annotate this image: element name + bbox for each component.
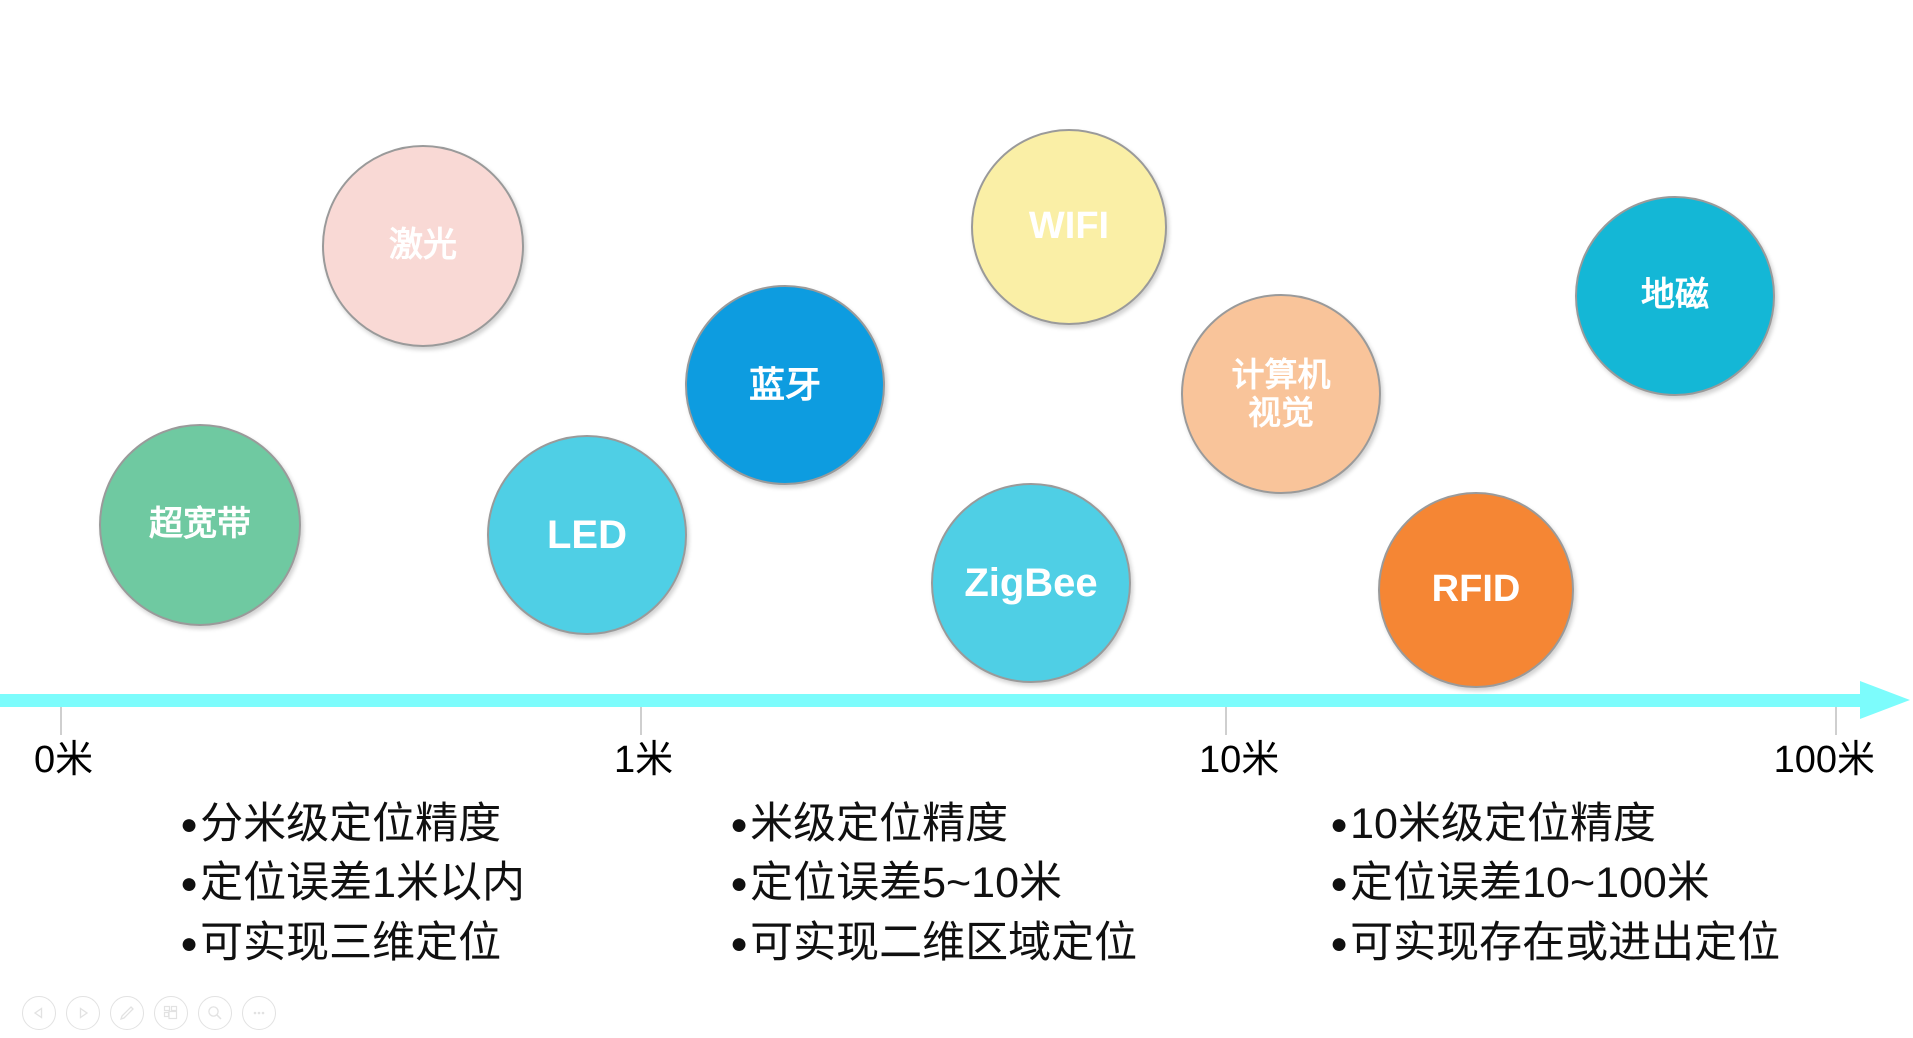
bullet-text: 定位误差1米以内 <box>200 859 526 908</box>
bullet-item: ●10米级定位精度 <box>1330 795 1780 854</box>
bubble-2: 激光 <box>322 145 524 347</box>
bubble-6: WIFI <box>971 129 1167 325</box>
bubble-label: 计算机 视觉 <box>1231 356 1331 431</box>
bubble-label: 超宽带 <box>149 505 251 544</box>
pen-button[interactable] <box>110 996 144 1030</box>
bubble-label: 地磁 <box>1641 276 1709 315</box>
bubble-1: 超宽带 <box>99 424 301 626</box>
bullet-item: ●分米级定位精度 <box>180 795 525 854</box>
bullet-dot-icon: ● <box>180 926 199 960</box>
bullet-text: 10米级定位精度 <box>1350 800 1656 848</box>
bullet-item: ●可实现二维区域定位 <box>730 914 1137 973</box>
bullet-text: 米级定位精度 <box>750 800 1009 848</box>
triangle-left-icon <box>33 1007 43 1019</box>
ellipsis-icon <box>253 1011 265 1015</box>
presentation-toolbar <box>22 996 276 1030</box>
bubble-5: ZigBee <box>931 483 1131 683</box>
bubble-label: ZigBee <box>964 561 1098 605</box>
zoom-button[interactable] <box>198 996 232 1030</box>
pen-icon <box>119 1006 134 1021</box>
magnifier-icon <box>208 1006 222 1020</box>
bubble-label: RFID <box>1431 568 1521 611</box>
bullet-text: 可实现三维定位 <box>200 918 502 967</box>
bubble-4: 蓝牙 <box>685 285 885 485</box>
bullet-item: ●定位误差1米以内 <box>180 854 525 913</box>
bubble-label: WIFI <box>1028 205 1110 248</box>
bubble-label: 激光 <box>389 226 457 265</box>
bubble-label: 蓝牙 <box>748 364 821 406</box>
bullet-dot-icon: ● <box>180 808 199 841</box>
bullet-text: 定位误差10~100米 <box>1350 859 1710 908</box>
bullet-text: 可实现存在或进出定位 <box>1350 918 1781 967</box>
previous-slide-button[interactable] <box>22 996 56 1030</box>
bullet-text: 定位误差5~10米 <box>750 859 1062 908</box>
bullet-dot-icon: ● <box>1330 808 1349 841</box>
annotation-columns: ●分米级定位精度●定位误差1米以内●可实现三维定位●米级定位精度●定位误差5~1… <box>0 795 1913 995</box>
bullet-item: ●定位误差10~100米 <box>1330 854 1780 913</box>
bullet-item: ●可实现三维定位 <box>180 914 525 973</box>
bullet-dot-icon: ● <box>730 926 749 960</box>
bubble-label: LED <box>547 513 627 557</box>
bubble-8: RFID <box>1378 492 1574 688</box>
bullet-text: 分米级定位精度 <box>200 800 502 848</box>
bubble-7: 计算机 视觉 <box>1181 294 1381 494</box>
bullet-dot-icon: ● <box>1330 867 1349 901</box>
annotation-column-2: ●米级定位精度●定位误差5~10米●可实现二维区域定位 <box>730 795 1137 973</box>
grid-icon <box>163 1005 178 1020</box>
more-options-button[interactable] <box>242 996 276 1030</box>
bullet-dot-icon: ● <box>730 867 749 901</box>
annotation-column-3: ●10米级定位精度●定位误差10~100米●可实现存在或进出定位 <box>1330 795 1780 973</box>
annotation-column-1: ●分米级定位精度●定位误差1米以内●可实现三维定位 <box>180 795 525 973</box>
bubble-9: 地磁 <box>1575 196 1775 396</box>
bullet-text: 可实现二维区域定位 <box>750 918 1138 967</box>
bubble-3: LED <box>487 435 687 635</box>
bullet-dot-icon: ● <box>1330 926 1349 960</box>
triangle-right-icon <box>79 1007 89 1019</box>
bullet-dot-icon: ● <box>730 808 749 841</box>
next-slide-button[interactable] <box>66 996 100 1030</box>
bullet-item: ●定位误差5~10米 <box>730 854 1137 913</box>
bullet-dot-icon: ● <box>180 867 199 901</box>
bullet-item: ●米级定位精度 <box>730 795 1137 854</box>
bullet-item: ●可实现存在或进出定位 <box>1330 914 1780 973</box>
slide-grid-button[interactable] <box>154 996 188 1030</box>
